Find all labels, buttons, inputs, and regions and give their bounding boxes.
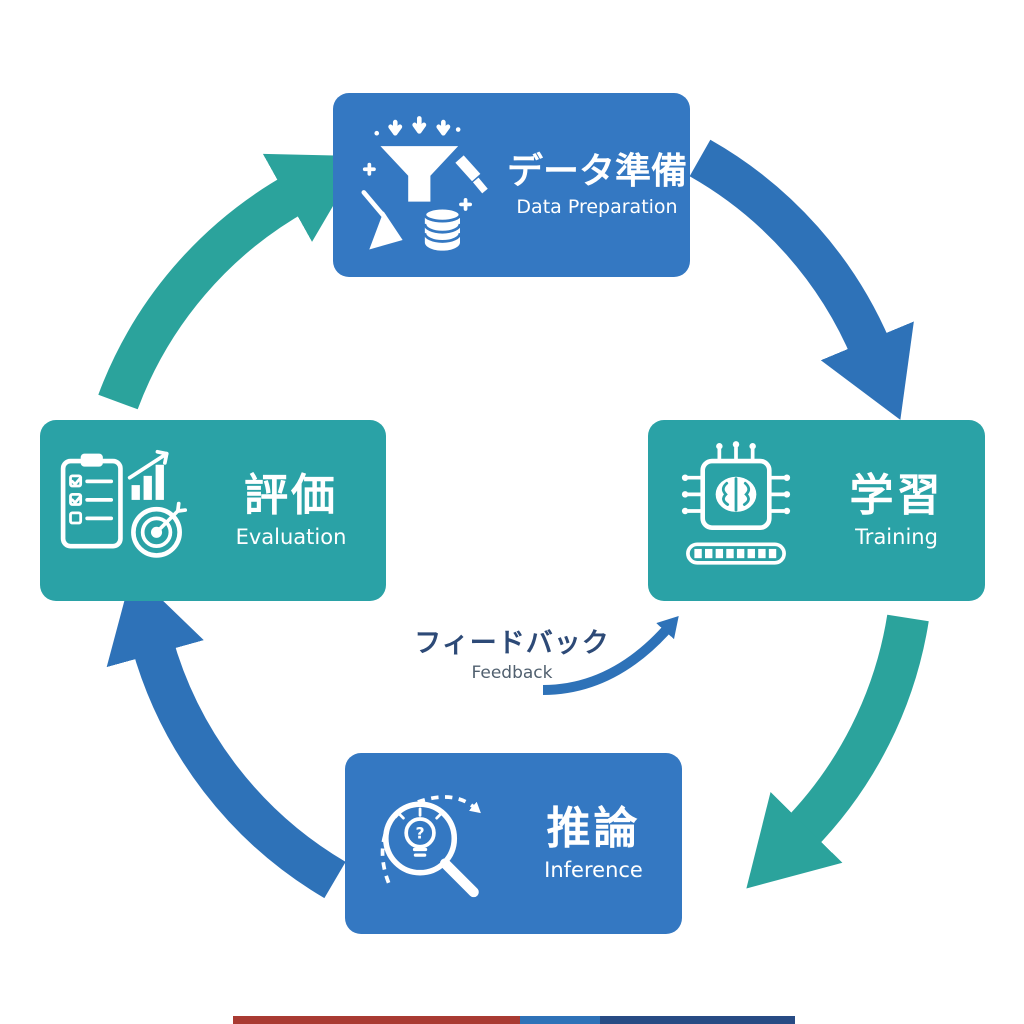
stage-inference: ? 推論 Inference <box>345 753 682 934</box>
arrow-evaluation-to-data-preparation <box>98 153 363 410</box>
feedback-arrow <box>542 615 679 695</box>
stage-title-jp: 推論 <box>546 802 641 854</box>
arrow-inference-to-evaluation <box>106 571 346 899</box>
stage-title-jp: 評価 <box>244 469 338 521</box>
bottom-strip-segment <box>520 1016 600 1024</box>
stage-title-en: Inference <box>544 858 643 883</box>
feedback-label: フィードバック Feedback <box>362 621 662 683</box>
question-mark-glyph: ? <box>415 823 424 842</box>
bottom-strip <box>233 1016 795 1024</box>
bottom-strip-segment <box>600 1016 795 1024</box>
feedback-jp-text: フィードバック <box>414 628 610 659</box>
stage-training: 学習 Training <box>648 420 985 601</box>
arrow-training-to-inference <box>746 614 929 889</box>
stage-title-jp: データ準備 <box>507 150 688 192</box>
brain-chip-progress-icon <box>662 437 810 585</box>
stage-data-preparation: データ準備 Data Preparation <box>333 93 690 277</box>
arrow-data-preparation-to-training <box>689 139 914 420</box>
stage-evaluation: 評価 Evaluation <box>40 420 386 601</box>
stage-title-en: Data Preparation <box>516 196 678 219</box>
stage-title-en: Evaluation <box>235 525 347 550</box>
checklist-chart-target-icon <box>52 437 200 585</box>
stage-title-jp: 学習 <box>849 469 944 521</box>
funnel-broom-database-icon <box>349 111 497 259</box>
magnifier-lightbulb-icon: ? <box>359 770 507 918</box>
bottom-strip-segment <box>233 1016 520 1024</box>
feedback-en-text: Feedback <box>471 663 553 683</box>
stage-title-en: Training <box>855 525 938 550</box>
